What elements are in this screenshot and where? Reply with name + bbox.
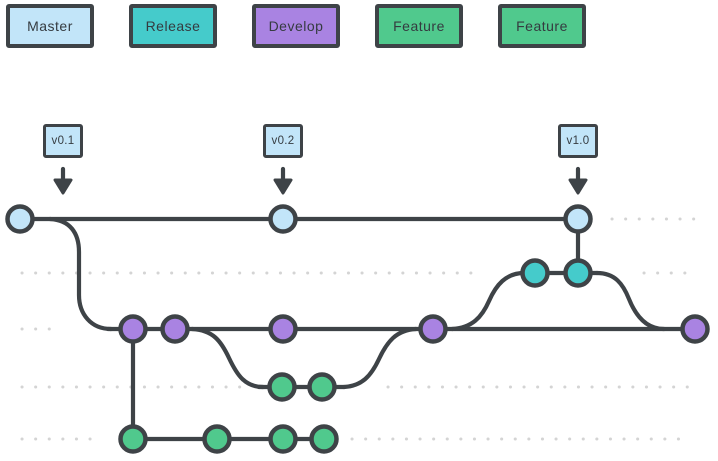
commit-node-feature-1 <box>307 372 337 402</box>
legend-label: Feature <box>393 18 445 34</box>
legend-item-feature-2: Feature <box>498 4 586 48</box>
commit-node-master <box>268 204 298 234</box>
curve-develop-to-feature1 <box>189 326 266 390</box>
commit-node-develop <box>118 314 148 344</box>
commit-node-feature-2 <box>268 424 298 454</box>
branch-lines <box>17 216 698 442</box>
legend-item-release: Release <box>129 4 217 48</box>
legend-item-develop: Develop <box>252 4 340 48</box>
lane-guides <box>20 217 708 441</box>
commit-node-feature-2 <box>309 424 339 454</box>
commit-node-feature-2 <box>118 424 148 454</box>
commit-node-develop <box>160 314 190 344</box>
tag-arrows <box>53 166 588 195</box>
commit-node-release <box>563 258 593 288</box>
legend-label: Master <box>27 18 73 34</box>
commit-node-develop <box>680 314 710 344</box>
commit-node-release <box>520 258 550 288</box>
legend-item-feature-1: Feature <box>375 4 463 48</box>
legend-label: Release <box>145 18 201 34</box>
commit-nodes <box>5 204 710 454</box>
version-tag-label: v0.2 <box>271 135 295 147</box>
commit-node-feature-2 <box>202 424 232 454</box>
curve-feature1-to-develop <box>341 326 419 390</box>
curve-master-to-develop <box>47 216 114 332</box>
commit-node-feature-1 <box>267 372 297 402</box>
commit-node-master <box>5 204 35 234</box>
down-arrow-icon <box>273 166 293 195</box>
legend-label: Develop <box>268 18 324 34</box>
version-tag-label: v1.0 <box>566 135 590 147</box>
legend-item-master: Master <box>6 4 94 48</box>
version-tag-v0.2: v0.2 <box>263 124 303 158</box>
down-arrow-icon <box>53 166 73 195</box>
curve-release-to-develop <box>594 270 667 332</box>
commit-node-master <box>563 204 593 234</box>
down-arrow-icon <box>568 166 588 195</box>
version-tag-v1.0: v1.0 <box>558 124 598 158</box>
commit-node-develop <box>418 314 448 344</box>
legend-label: Feature <box>516 18 568 34</box>
version-tag-label: v0.1 <box>51 135 75 147</box>
version-tag-v0.1: v0.1 <box>43 124 83 158</box>
commit-node-develop <box>268 314 298 344</box>
curve-develop-to-release <box>449 270 527 332</box>
